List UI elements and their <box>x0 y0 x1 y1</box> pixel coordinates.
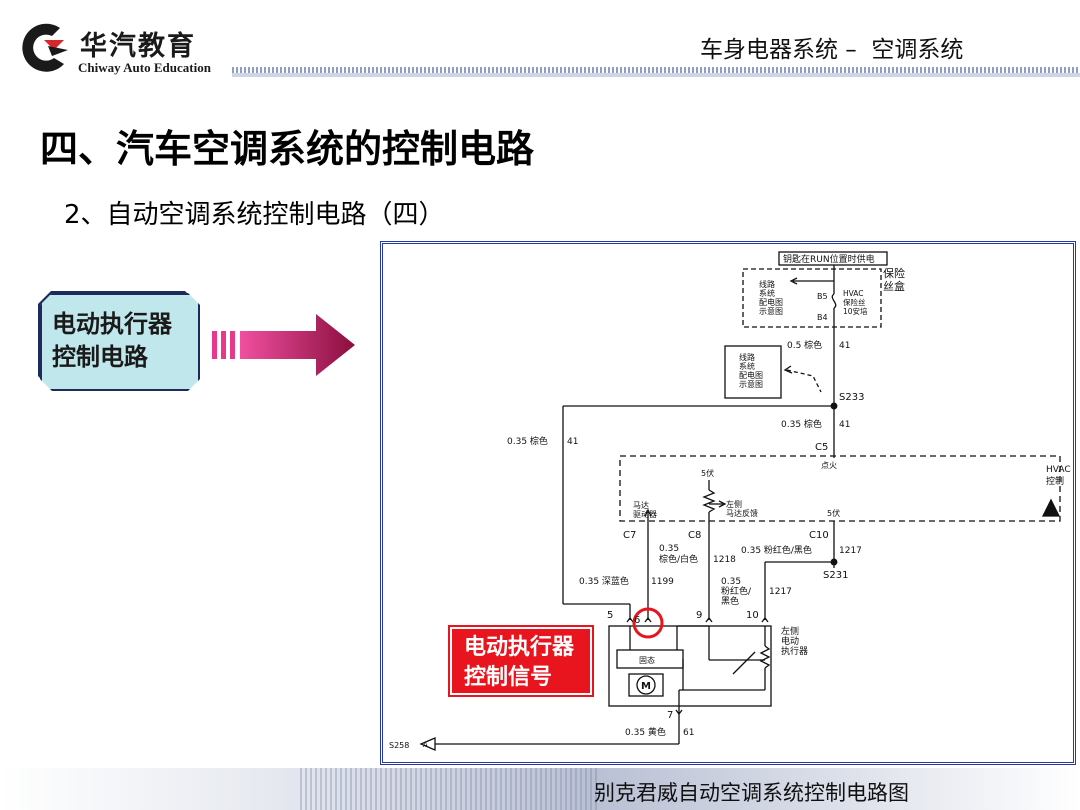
solid-state-label: 固态 <box>639 655 655 665</box>
header-title: 车身电器系统 – 空调系统 <box>700 37 964 63</box>
wire-mid-label: 0.35 棕色 <box>781 418 822 430</box>
signal-line-2: 控制信号 <box>464 665 553 690</box>
wire-s231-label-2: 粉红色/ <box>721 585 752 597</box>
fuse-ref-3: 配电图 <box>759 297 783 307</box>
connector-c10: C10 <box>809 530 829 541</box>
wiring-diagram: 钥匙在RUN位置时供电 保险 丝盒 线路 系统 配电图 示意图 B5 B4 HV… <box>389 251 1071 751</box>
pin-7: 7 <box>667 710 673 721</box>
wiring-ref2-2: 系统 <box>739 361 755 371</box>
wire-c8-num: 1218 <box>713 555 736 565</box>
splice-s233: S233 <box>839 392 864 403</box>
wire-top-num: 41 <box>839 341 850 351</box>
wiring-ref2-3: 配电图 <box>739 370 763 380</box>
wire-c8-label-1: 0.35 <box>659 544 679 554</box>
wire-c7-label: 0.35 深蓝色 <box>579 575 629 587</box>
fuse-ref-4: 示意图 <box>759 306 783 316</box>
splice-s231: S231 <box>823 570 848 581</box>
connector-a: A <box>423 741 428 749</box>
actuator-label-3: 执行器 <box>781 645 808 657</box>
callout-text: 电动执行器 控制电路 <box>52 308 202 374</box>
splice-s258: S258 <box>389 741 409 750</box>
actuator-label-2: 电动 <box>781 635 799 647</box>
fuse-pin-b5: B5 <box>817 292 828 301</box>
callout-line-2: 控制电路 <box>52 343 148 371</box>
callout-line-1: 电动执行器 <box>52 310 172 338</box>
left-feedback-1: 左侧 <box>726 499 742 509</box>
wiring-ref2-4: 示意图 <box>739 379 763 389</box>
ignition-label: 点火 <box>821 461 837 470</box>
volt-5v-a: 5伏 <box>701 468 714 478</box>
wire-c10-label: 0.35 粉红色/黑色 <box>741 544 812 556</box>
wire-bottom-label: 0.35 黄色 <box>625 726 666 738</box>
chiway-logo-icon <box>22 23 68 72</box>
left-feedback-2: 马达反馈 <box>726 508 758 518</box>
fuse-ref-2: 系统 <box>759 288 775 298</box>
hvac-control-1: HVAC <box>1046 465 1071 475</box>
fuse-box-label-2: 丝盒 <box>883 279 905 293</box>
wire-c10-num: 1217 <box>839 546 862 556</box>
pin-10: 10 <box>746 610 759 621</box>
brand-name-cn: 华汽教育 <box>80 31 196 62</box>
fuse-ref-1: 线路 <box>759 279 775 289</box>
brand-name-en: Chiway Auto Education <box>78 60 211 75</box>
right-arrow-icon <box>212 314 355 376</box>
actuator-label-1: 左侧 <box>781 625 799 637</box>
signal-line-1: 电动执行器 <box>464 635 575 660</box>
wire-c7-num: 1199 <box>651 577 674 587</box>
fuse-name-1: HVAC <box>843 289 864 298</box>
footer-stripes <box>300 768 600 810</box>
motor-driver-2: 驱动器 <box>633 509 657 519</box>
header-rule <box>232 67 1080 77</box>
footer-caption: 别克君威自动空调系统控制电路图 <box>594 781 909 805</box>
pin-9: 9 <box>696 610 702 621</box>
footer-bar <box>0 768 1080 810</box>
page-title: 四、汽车空调系统的控制电路 <box>40 127 535 171</box>
fuse-pin-b4: B4 <box>817 313 828 322</box>
connector-c8: C8 <box>688 530 701 541</box>
section-subtitle: 2、自动空调系统控制电路（四） <box>64 200 445 230</box>
wire-bottom-num: 61 <box>683 728 694 738</box>
wire-left-label: 0.35 棕色 <box>507 435 548 447</box>
signal-callout: 电动执行器 控制信号 <box>448 625 594 697</box>
wire-mid-num: 41 <box>839 420 850 430</box>
callout-box <box>40 293 200 391</box>
fuse-name-2: 保险丝 <box>843 297 866 307</box>
wire-c8-label-2: 棕色/白色 <box>659 553 698 565</box>
fuse-name-3: 10安培 <box>843 306 868 316</box>
motor-icon: M <box>641 681 651 692</box>
connector-c5: C5 <box>815 442 828 453</box>
fuse-box-label-1: 保险 <box>883 266 905 280</box>
wire-left-num: 41 <box>567 437 578 447</box>
hvac-control-2: 控制 <box>1046 475 1064 487</box>
volt-5v-b: 5伏 <box>827 508 840 518</box>
wire-top-label: 0.5 棕色 <box>787 339 822 351</box>
motor-driver-1: 马达 <box>633 500 649 510</box>
wire-s231-label-3: 黑色 <box>721 595 739 607</box>
header-rule-base <box>232 73 1080 77</box>
wire-s231-label-1: 0.35 <box>721 577 741 587</box>
wiring-ref2-1: 线路 <box>739 352 755 362</box>
wire-s231-num: 1217 <box>769 587 792 597</box>
pin-6: 6 <box>634 615 640 626</box>
power-label: 钥匙在RUN位置时供电 <box>783 253 875 265</box>
connector-c7: C7 <box>623 530 636 541</box>
pin-5: 5 <box>607 610 613 621</box>
